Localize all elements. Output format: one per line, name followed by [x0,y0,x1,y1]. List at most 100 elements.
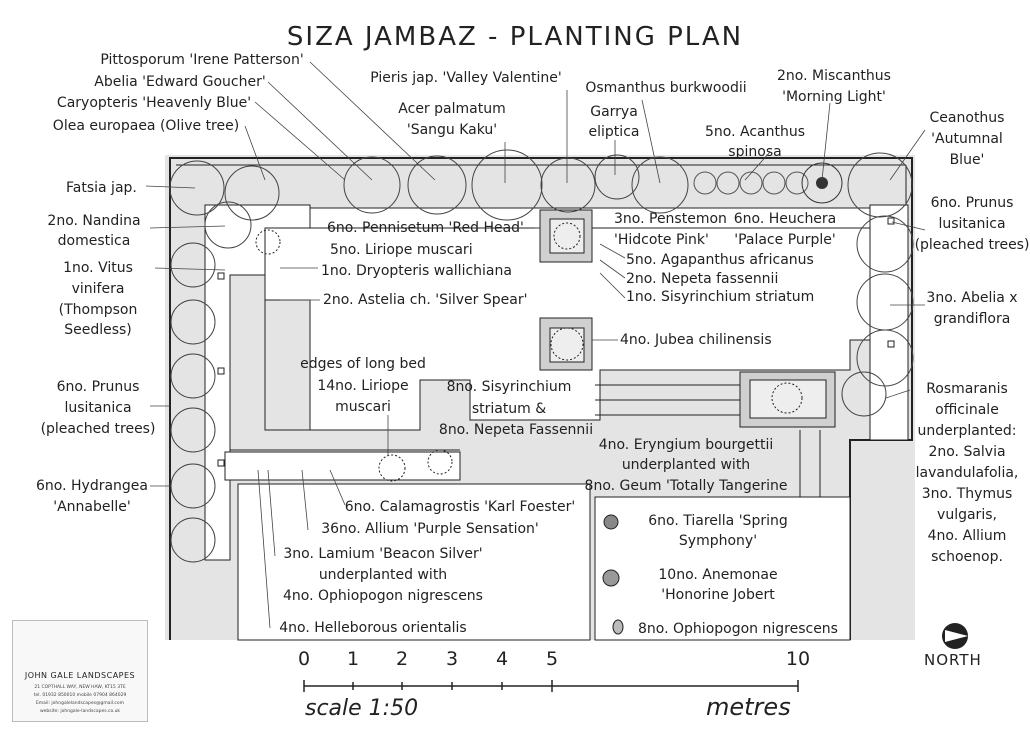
shrub-circle [693,171,717,195]
label-heuchera-1: 6no. Heuchera [733,211,837,227]
post-marker [217,272,225,280]
label-rosmarinus-7: vulgaris, [937,507,997,523]
label-penstemon-1: 3no. Penstemon [614,211,727,227]
label-rosmarinus-5: lavandulafolia, [915,465,1019,481]
slab-2-inner [549,327,585,363]
label-lamium-2: underplanted with [318,567,448,583]
label-vitus-1: 1no. Vitus [63,260,133,276]
page-title: SIZA JAMBAZ - PLANTING PLAN [286,22,744,52]
label-edges-1: edges of long bed [300,356,426,372]
pleached-tree [170,463,216,509]
label-abelia-edward: Abelia 'Edward Goucher' [94,74,266,90]
label-sisyrinchium-8-2: striatum & [471,401,547,417]
label-geum: 8no. Geum 'Totally Tangerine [584,478,788,494]
label-rosmarinus-1: Rosmaranis [926,381,1008,397]
label-anemone-2: 'Honorine Jobert [661,587,775,603]
label-pittosporum: Pittosporum 'Irene Patterson' [100,52,304,68]
miscanthus-circle [801,162,843,204]
label-abelia-x-1: 3no. Abelia x [926,290,1018,306]
tree-circle [169,160,225,216]
label-astelia: 2no. Astelia ch. 'Silver Spear' [323,292,528,308]
label-nandina-2: domestica [57,233,131,249]
label-acanthus-1: 5no. Acanthus [704,124,806,140]
label-vitus-4: Seedless) [64,322,132,338]
label-eryngium-1: 4no. Eryngium bourgettii [598,437,774,453]
scale-tick-2: 2 [395,648,409,670]
tree-circle [540,157,596,213]
slab-3-inner [749,379,827,419]
post-marker [887,340,895,348]
label-anemone-1: 10no. Anemonae [658,567,778,583]
path-edge-inner [264,300,420,431]
grass-plant [550,327,584,361]
shrub-circle [762,171,786,195]
unit-text: metres [706,693,791,721]
label-liriope-5: 5no. Liriope muscari [330,242,473,258]
label-nandina-1: 2no. Nandina [47,213,141,229]
grass-plant [771,382,803,414]
label-garrya-2: eliptica [588,124,640,140]
label-jubea: 4no. Jubea chilinensis [620,332,772,348]
logo-address: 21 COPTHALL WAY, NEW HAW, KT15 3TE [34,685,126,690]
label-lamium-1: 3no. Lamium 'Beacon Silver' [283,546,483,562]
label-edges-2: 14no. Liriope [317,378,409,394]
label-prunus-left-3: (pleached trees) [40,421,156,437]
scale-tick-3: 3 [445,648,459,670]
tree-circle [224,165,280,221]
label-calamagrostis: 6no. Calamagrostis 'Karl Foester' [344,499,576,515]
tree-circle [343,156,401,214]
label-acer-1: Acer palmatum [398,101,506,117]
label-hydrangea-1: 6no. Hydrangea [36,478,148,494]
tree-circle [204,201,252,249]
label-rosmarinus-2: officinale [935,402,999,418]
label-penstemon-2: 'Hidcote Pink' [614,232,709,248]
tree-circle [847,152,913,218]
label-prunus-right-3: (pleached trees) [914,237,1030,253]
pleached-tree [170,517,216,563]
label-abelia-x-2: grandiflora [933,311,1011,327]
label-ceanothus-3: Blue' [949,152,985,168]
grass-plant [427,449,453,475]
grass-plant [378,454,406,482]
tree-circle [407,155,467,215]
grass-plant [553,222,581,250]
label-agapanthus: 5no. Agapanthus africanus [626,252,814,268]
label-pennisetum: 6no. Pennisetum 'Red Head' [327,220,524,236]
pleached-tree [170,299,216,345]
label-ophiopogon-8: 8no. Ophiopogon nigrescens [638,621,838,637]
company-logo: JOHN GALE LANDSCAPES 21 COPTHALL WAY, NE… [12,620,148,722]
logo-email: Email: johngalelandscapes@gmail.com [35,701,125,706]
lawn-lower [237,483,591,641]
bed-right [869,204,909,441]
boundary-wall [169,157,913,640]
post-marker [887,217,895,225]
label-vitus-3: (Thompson [58,302,138,318]
post-marker [217,459,225,467]
label-caryopteris: Caryopteris 'Heavenly Blue' [56,95,252,111]
scale-tick-4: 4 [495,648,509,670]
scale-bar [303,680,799,692]
scale-tick-1: 1 [346,648,360,670]
scale-tick-0: 0 [297,648,311,670]
slab-1-inner [549,218,585,254]
pleached-tree [170,242,216,288]
label-rosmarinus-9: schoenop. [931,549,1003,565]
label-fatsia: Fatsia jap. [66,180,137,196]
label-olea: Olea europaea (Olive tree) [52,118,240,134]
label-osmanthus: Osmanthus burkwoodii [585,80,747,96]
label-prunus-right-1: 6no. Prunus [930,195,1014,211]
label-nepeta-8: 8no. Nepeta Fassennii [438,422,594,438]
label-acanthus-2: spinosa [728,144,782,160]
label-helleborus: 4no. Helleborous orientalis [279,620,467,636]
label-rosmarinus-3: underplanted: [917,423,1017,439]
label-nepeta-2: 2no. Nepeta fassennii [626,271,779,287]
label-heuchera-2: 'Palace Purple' [734,232,836,248]
label-ceanothus-1: Ceanothus [929,110,1005,126]
tiarella-plant [603,514,619,530]
shrub-circle [739,171,763,195]
pleached-tree [170,353,216,399]
logo-website: website: johngale-landscapes.co.uk [39,709,121,714]
label-tiarella-2: Symphony' [678,533,758,549]
scale-tick-10: 10 [785,648,811,670]
label-vitus-2: vinifera [71,281,125,297]
